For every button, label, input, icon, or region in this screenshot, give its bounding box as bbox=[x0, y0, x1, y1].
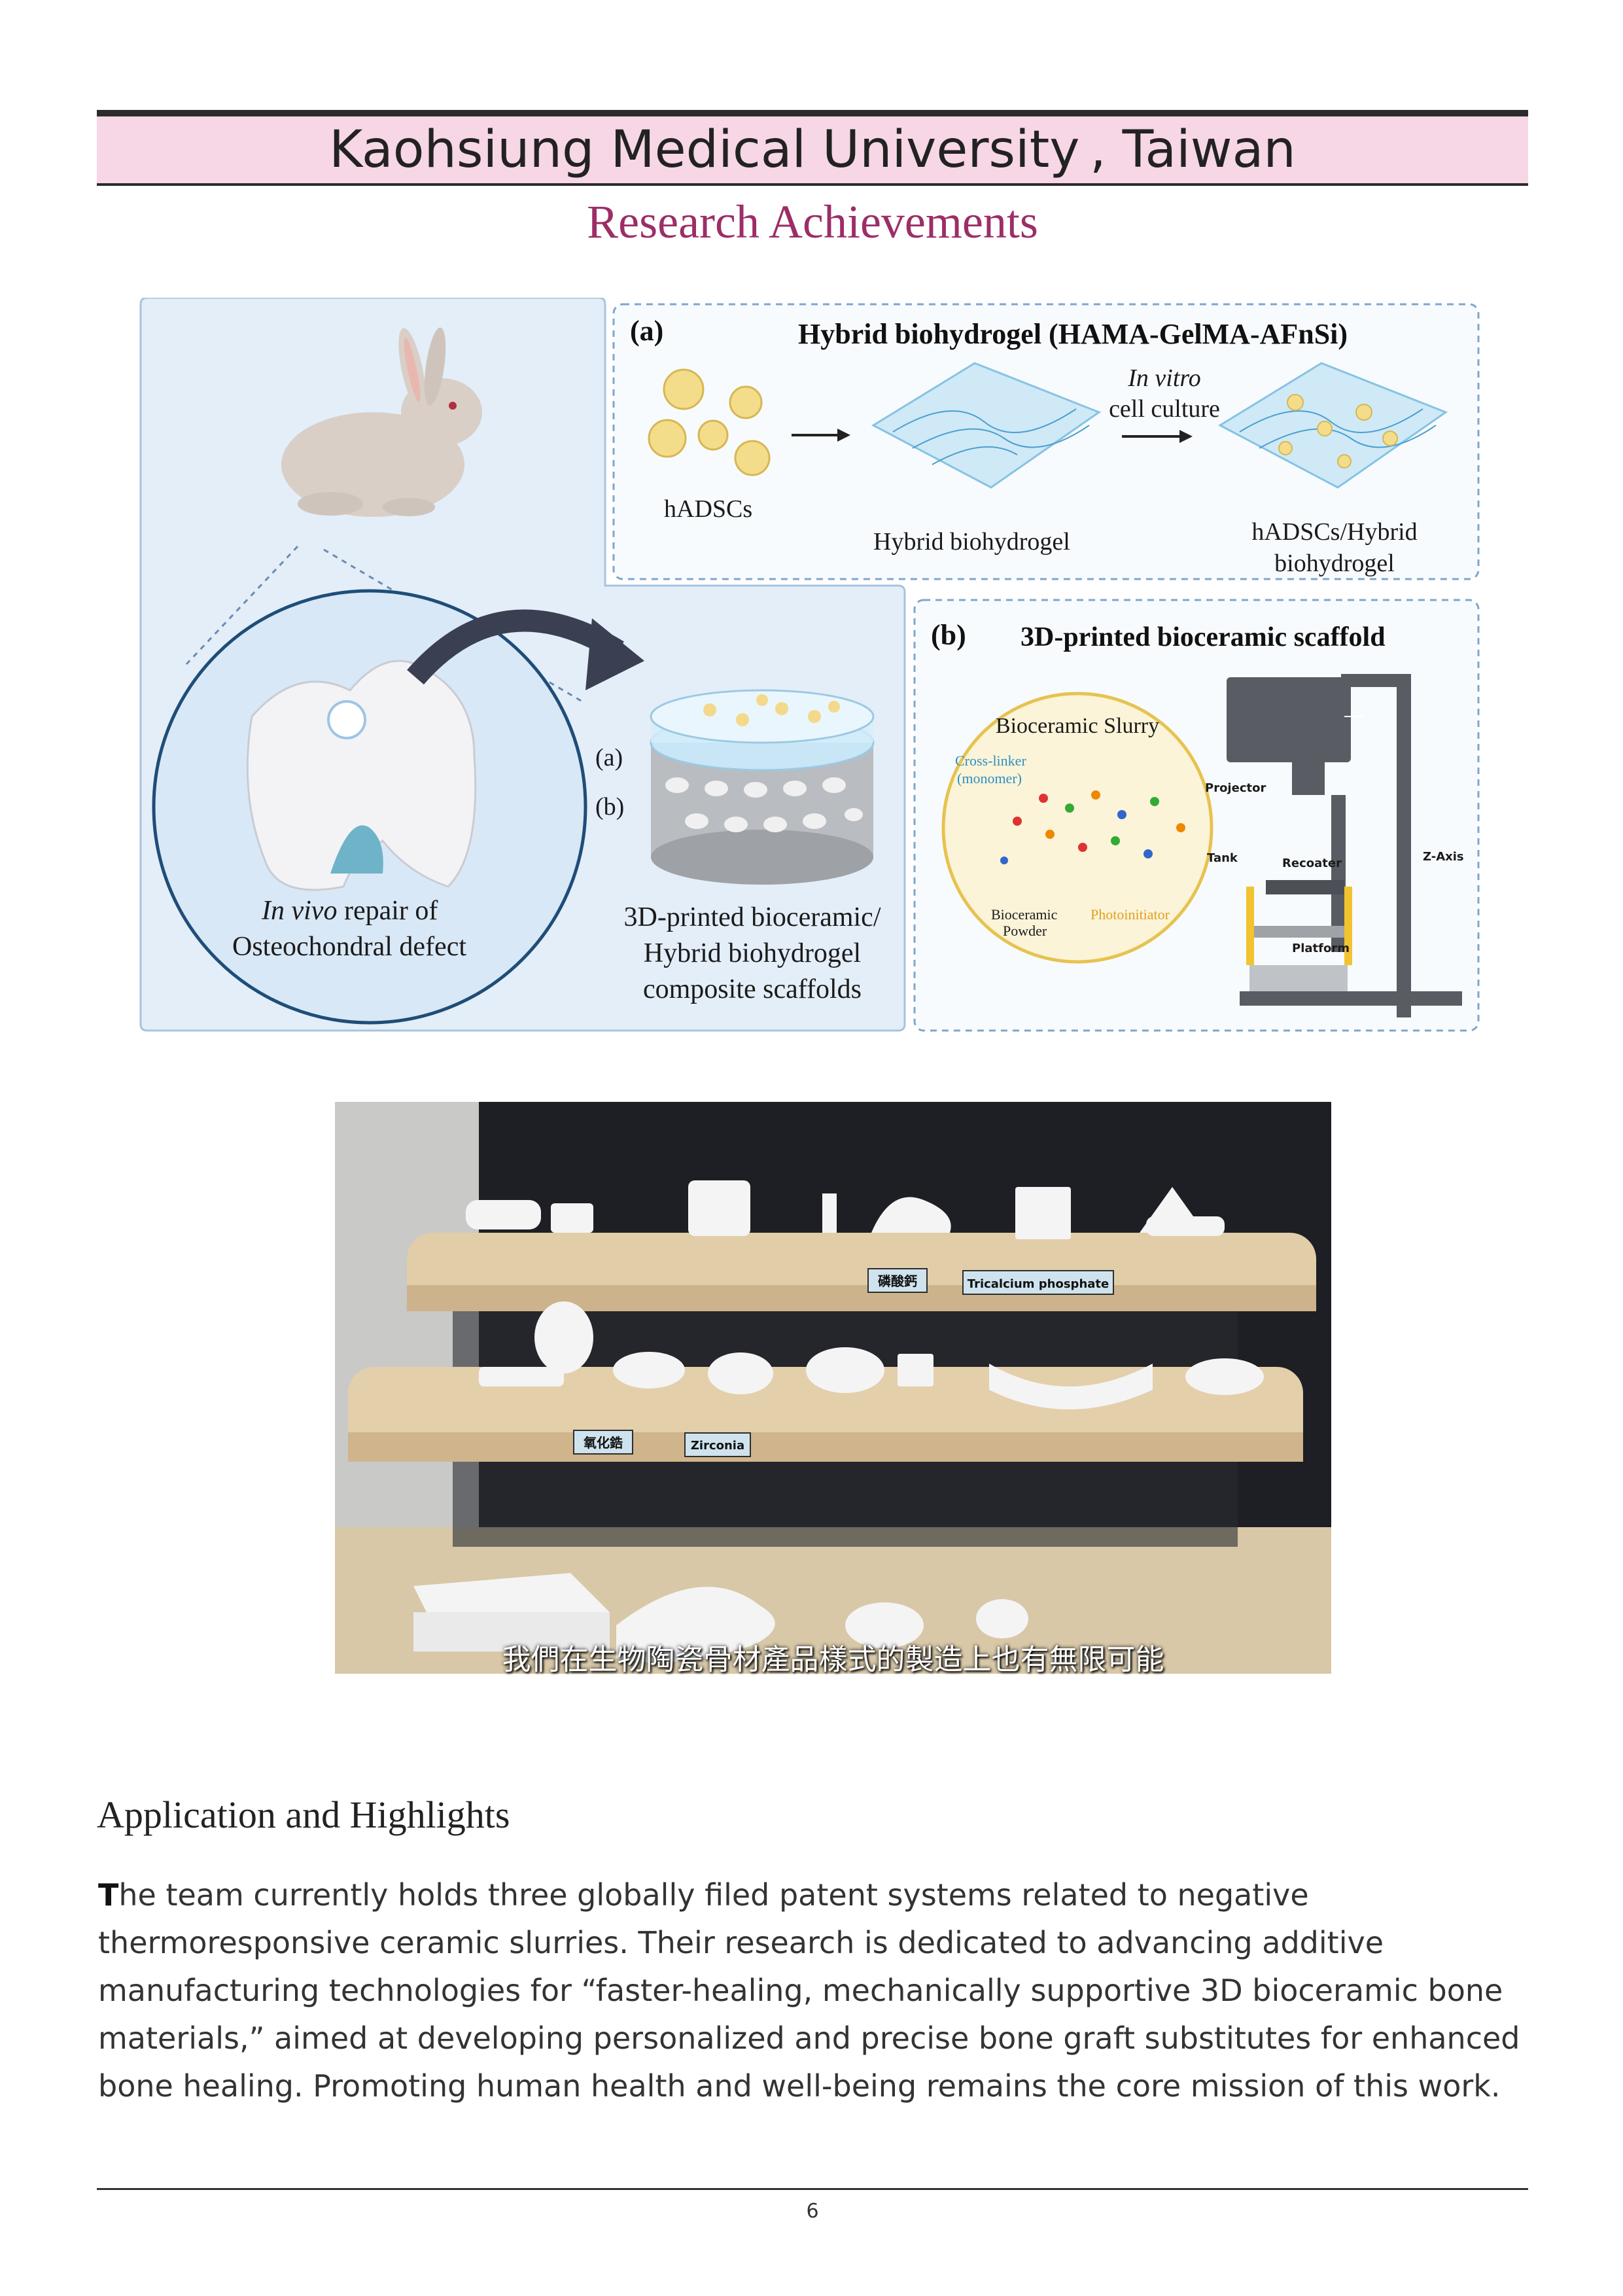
label-tag-top-en bbox=[962, 1270, 1114, 1295]
zaxis-label: Z-Axis bbox=[1423, 850, 1464, 864]
layer-b-label: (b) bbox=[595, 793, 624, 821]
powder-label-2: Powder bbox=[1003, 923, 1047, 939]
composite-scaffold bbox=[650, 689, 875, 885]
hydrogel-sheet-2 bbox=[1217, 362, 1448, 489]
hybrid-label: Hybrid biohydrogel bbox=[873, 528, 1070, 556]
footer-rule bbox=[97, 2188, 1528, 2190]
application-body: The team currently holds three globally … bbox=[98, 1871, 1529, 2110]
panel-a-letter: (a) bbox=[630, 315, 663, 347]
printer-illustration bbox=[1227, 674, 1462, 1017]
recoater-label: Recoater bbox=[1282, 857, 1342, 870]
invivo-label-line2: Osteochondral defect bbox=[232, 932, 466, 962]
composite-label-1: 3D-printed bioceramic/ bbox=[623, 902, 881, 932]
product-display-photo: 磷酸鈣 Tricalcium phosphate 氧化鋯 Zirconia bbox=[335, 1102, 1331, 1674]
composite-label-3: composite scaffolds bbox=[643, 974, 862, 1004]
institution-title: Kaohsiung Medical University , Taiwan bbox=[329, 120, 1296, 179]
hadscs-hybrid-label-1: hADSCs/Hybrid bbox=[1251, 518, 1417, 546]
crosslinker-label-2: (monomer) bbox=[957, 770, 1022, 786]
powder-label-1: Bioceramic bbox=[991, 906, 1058, 923]
slurry-circle bbox=[941, 692, 1213, 964]
application-body-text: he team currently holds three globally f… bbox=[98, 1877, 1520, 2104]
slurry-particles bbox=[1000, 790, 1185, 864]
hadscs-cells bbox=[648, 368, 771, 476]
photoinitiator-label: Photoinitiator bbox=[1091, 906, 1170, 923]
invivo-label-line1: In vivo repair of bbox=[261, 896, 438, 926]
application-heading: Application and Highlights bbox=[97, 1793, 510, 1836]
slurry-title: Bioceramic Slurry bbox=[996, 714, 1159, 738]
composite-label-2: Hybrid biohydrogel bbox=[644, 938, 861, 968]
label-tag-mid-en bbox=[684, 1432, 751, 1457]
bone-shape bbox=[246, 660, 477, 891]
header-band bbox=[97, 116, 1528, 186]
platform-label: Platform bbox=[1292, 942, 1350, 955]
rabbit-illustration bbox=[281, 327, 482, 517]
panel-b-letter: (b) bbox=[931, 619, 966, 651]
label-mid-en: Zirconia bbox=[691, 1439, 744, 1453]
layer-a-label: (a) bbox=[595, 744, 623, 771]
header-top-rule bbox=[97, 110, 1528, 116]
label-tag-top-cn bbox=[867, 1268, 928, 1293]
label-tag-mid-cn bbox=[573, 1430, 633, 1455]
hadscs-hybrid-label-2: biohydrogel bbox=[1274, 550, 1395, 577]
cell-culture-label: cell culture bbox=[1109, 395, 1220, 423]
transfer-arrow bbox=[407, 609, 624, 685]
research-figure: (a) (b) In vivo repair of Osteochondral … bbox=[139, 298, 1480, 1032]
projector-label: Projector bbox=[1205, 781, 1266, 795]
tank-label: Tank bbox=[1207, 851, 1238, 865]
page-number: 6 bbox=[806, 2200, 819, 2223]
label-top-cn: 磷酸鈣 bbox=[878, 1273, 917, 1289]
in-vitro-label: In vitro bbox=[1127, 364, 1201, 392]
hydrogel-sheet-1 bbox=[871, 362, 1102, 489]
crosslinker-label-1: Cross-linker bbox=[955, 752, 1026, 769]
panel-b-title: 3D-printed bioceramic scaffold bbox=[1021, 622, 1386, 652]
section-title: Research Achievements bbox=[587, 196, 1038, 248]
label-top-en: Tricalcium phosphate bbox=[968, 1277, 1109, 1291]
dropcap: T bbox=[98, 1877, 119, 1913]
photo-caption: 我們在生物陶瓷骨材產品樣式的製造上也有無限可能 bbox=[502, 1643, 1164, 1676]
panel-a-title: Hybrid biohydrogel (HAMA-GelMA-AFnSi) bbox=[798, 318, 1348, 350]
label-mid-cn: 氧化鋯 bbox=[583, 1435, 623, 1451]
hadscs-label: hADSCs bbox=[664, 495, 752, 523]
